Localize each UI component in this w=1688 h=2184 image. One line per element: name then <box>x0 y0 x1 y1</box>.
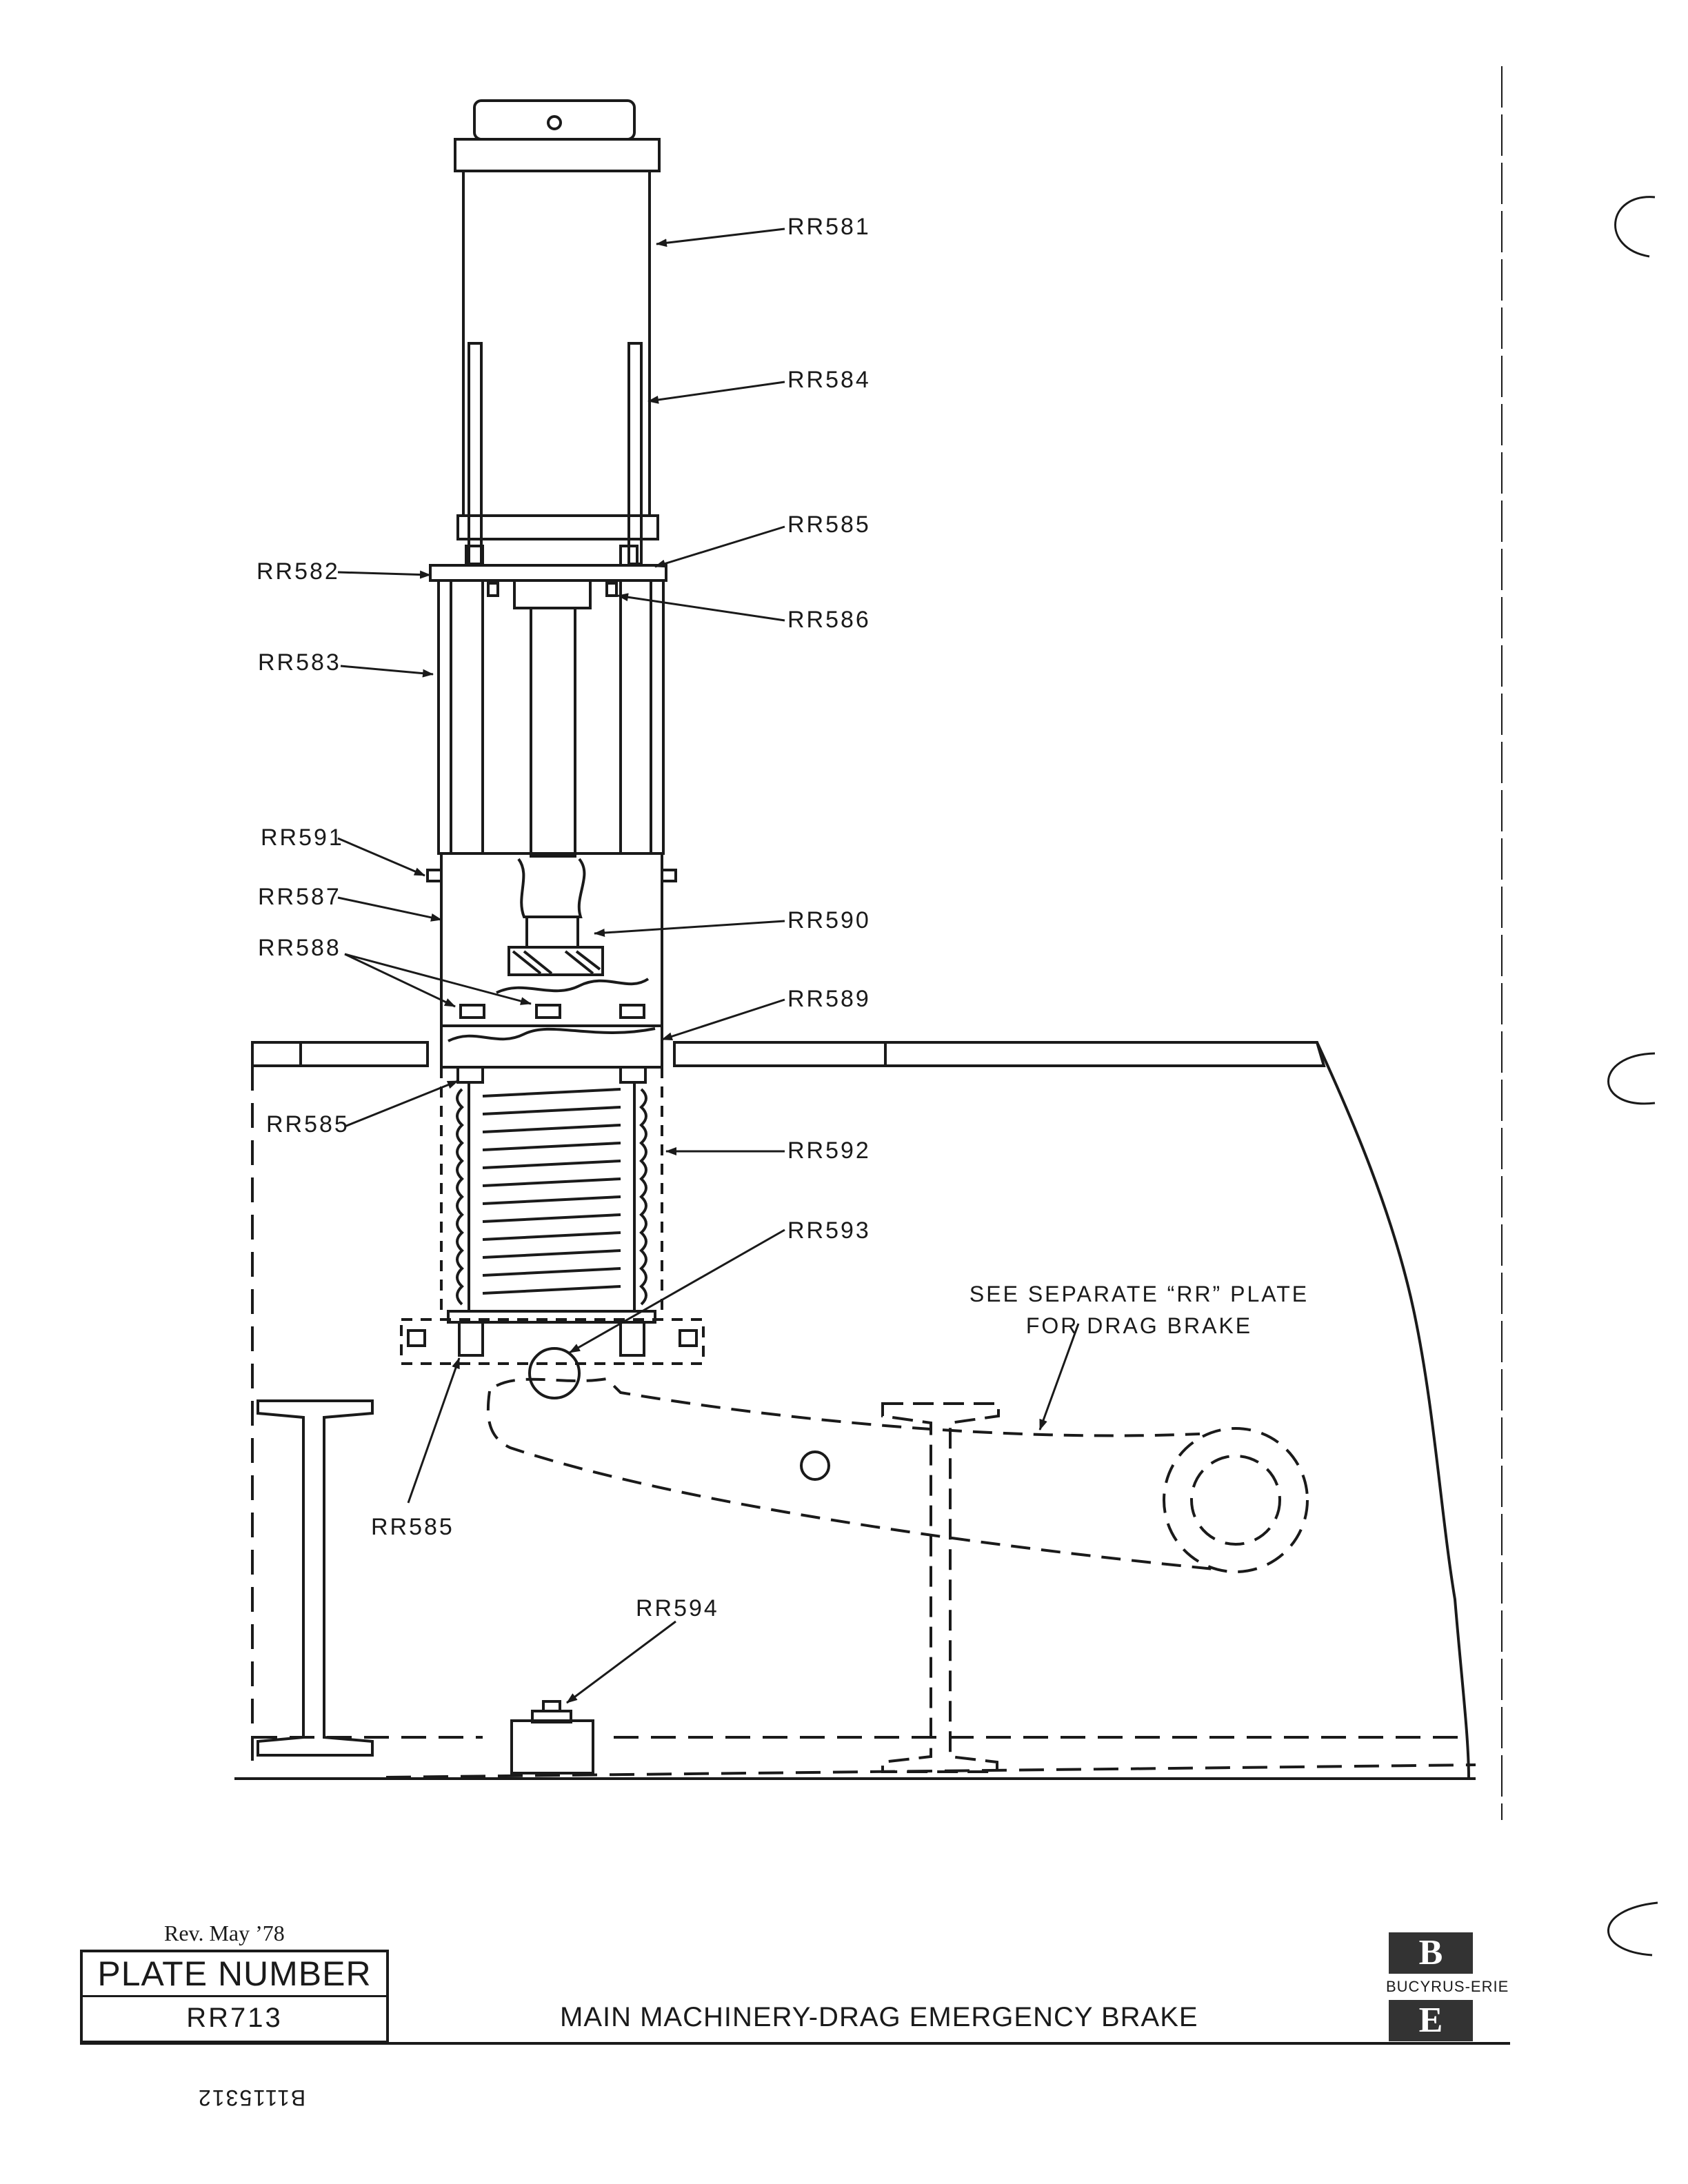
callout-rr593: RR593 <box>787 1217 871 1244</box>
callout-rr586: RR586 <box>787 607 871 633</box>
callout-rr584: RR584 <box>787 367 871 393</box>
spring-bracket <box>400 1067 705 1399</box>
upper-plate <box>429 564 667 858</box>
drag-brake-note: SEE SEPARATE “RR” PLATE FOR DRAG BRAKE <box>946 1278 1332 1342</box>
binder-holes <box>1501 66 1658 1957</box>
callout-rr585-bottom: RR585 <box>371 1514 454 1540</box>
callout-rr590: RR590 <box>787 907 871 933</box>
machinery-frame <box>234 1041 1476 1780</box>
callout-rr591: RR591 <box>261 825 344 851</box>
document-id: B1115312 <box>197 2085 306 2110</box>
company-logo: B BUCYRUS-ERIE E <box>1386 1932 1513 2041</box>
callout-rr592: RR592 <box>787 1138 871 1164</box>
callout-rr585-mid: RR585 <box>266 1111 350 1138</box>
callout-rr587: RR587 <box>258 884 341 910</box>
spring <box>447 1066 656 1357</box>
callout-rr585-top: RR585 <box>787 512 871 538</box>
logo-b-block: B <box>1389 1932 1473 1974</box>
note-line-1: SEE SEPARATE “RR” PLATE <box>969 1282 1309 1306</box>
callout-rr588: RR588 <box>258 935 341 961</box>
callout-rr589: RR589 <box>787 986 871 1012</box>
plate-number-label: PLATE NUMBER <box>83 1952 386 1997</box>
callout-rr582: RR582 <box>257 558 340 585</box>
housing <box>426 852 677 1069</box>
plate-number-value: RR713 <box>186 2003 283 2033</box>
company-name: BUCYRUS-ERIE <box>1386 1978 1509 1995</box>
callout-rr581: RR581 <box>787 214 871 240</box>
brake-lever <box>486 1377 1309 1573</box>
tie-rods <box>456 342 659 567</box>
logo-e-block: E <box>1389 2000 1473 2041</box>
base-block <box>510 1700 594 1775</box>
i-beam-center <box>881 1402 1000 1773</box>
plate-number-box: PLATE NUMBER RR713 <box>80 1950 389 2043</box>
callout-rr583: RR583 <box>258 649 341 676</box>
leader-lines <box>337 228 1080 1704</box>
lever-pin-hole <box>800 1450 830 1481</box>
i-beam-left <box>257 1399 374 1757</box>
title-rule <box>80 2042 1510 2045</box>
revision-date: Rev. May ’78 <box>164 1921 285 1945</box>
drawing-title: MAIN MACHINERY-DRAG EMERGENCY BRAKE <box>560 2002 1198 2032</box>
callout-rr594: RR594 <box>636 1595 719 1621</box>
note-line-2: FOR DRAG BRAKE <box>1025 1313 1253 1338</box>
